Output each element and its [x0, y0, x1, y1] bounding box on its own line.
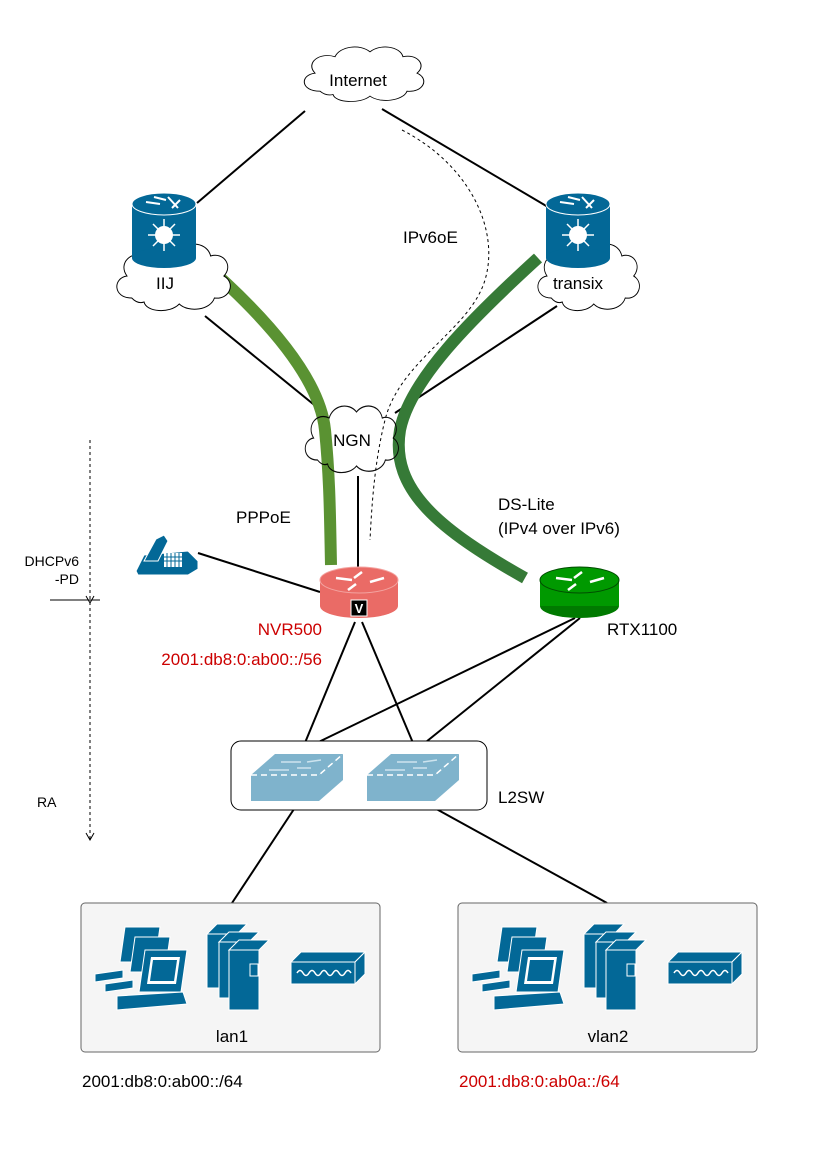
- pppoe-tunnel: [194, 253, 337, 566]
- dslite-tunnel: [392, 253, 543, 584]
- pc-cluster-icon: [471, 926, 565, 1011]
- vlan2-label: vlan2: [588, 1027, 629, 1046]
- link-nvr500-sw2: [361, 621, 417, 751]
- link-transix-ngn: [394, 305, 558, 414]
- dslite-label-line1: DS-Lite: [498, 495, 555, 514]
- internet-label: Internet: [329, 71, 387, 90]
- iij-label: IIJ: [156, 274, 174, 293]
- hub-icon: [289, 950, 367, 986]
- link-sw2-vlan2: [419, 799, 608, 904]
- ipv6oe-label: IPv6oE: [403, 228, 458, 247]
- pc-cluster-icon: [94, 926, 188, 1011]
- link-iij-ngn: [204, 315, 319, 409]
- link-nvr500-sw1: [301, 621, 356, 751]
- nvr500-label: NVR500: [258, 620, 322, 639]
- nvr500-badge: V: [355, 601, 364, 616]
- ra-label: RA: [37, 794, 57, 810]
- link-sw1-lan1: [231, 799, 301, 904]
- iij-router-icon[interactable]: [131, 192, 197, 268]
- vlan2-hosts: [471, 923, 744, 1011]
- hub-icon: [666, 950, 744, 986]
- l2sw-label: L2SW: [498, 788, 544, 807]
- rtx1100-router-icon[interactable]: [539, 566, 620, 618]
- ip-phone-icon[interactable]: [135, 534, 199, 576]
- link-internet-iij: [196, 110, 306, 204]
- rtx1100-label: RTX1100: [607, 620, 677, 639]
- ipv6oe-path: [369, 129, 490, 541]
- switch-icon-2[interactable]: [367, 753, 460, 801]
- lan1-prefix: 2001:db8:0:ab00::/64: [82, 1072, 243, 1091]
- transix-label: transix: [553, 274, 604, 293]
- dslite-label-line2: (IPv4 over IPv6): [498, 519, 620, 538]
- ngn-label: NGN: [333, 431, 371, 450]
- arrow-head-ra: [85, 832, 95, 842]
- dhcpv6-label-line1: DHCPv6: [25, 553, 80, 569]
- nvr500-router-icon[interactable]: V: [319, 566, 399, 618]
- lan1-hosts: [94, 923, 367, 1011]
- transix-router-icon[interactable]: [545, 192, 611, 268]
- dhcpv6-label-line2: -PD: [55, 571, 79, 587]
- server-cluster-icon: [205, 923, 271, 1011]
- arrow-head-dhcp: [85, 595, 95, 605]
- nvr500-prefix: 2001:db8:0:ab00::/56: [161, 650, 322, 669]
- lan1-label: lan1: [216, 1027, 248, 1046]
- link-phone-nvr500: [197, 552, 321, 593]
- link-rtx1100-sw1: [301, 617, 576, 751]
- pppoe-label: PPPoE: [236, 508, 291, 527]
- vlan2-prefix: 2001:db8:0:ab0a::/64: [459, 1072, 620, 1091]
- switch-icon-1[interactable]: [251, 753, 344, 801]
- link-rtx1100-sw2: [415, 617, 581, 751]
- link-internet-transix: [381, 108, 549, 208]
- links: [196, 108, 608, 904]
- server-cluster-icon: [582, 923, 648, 1011]
